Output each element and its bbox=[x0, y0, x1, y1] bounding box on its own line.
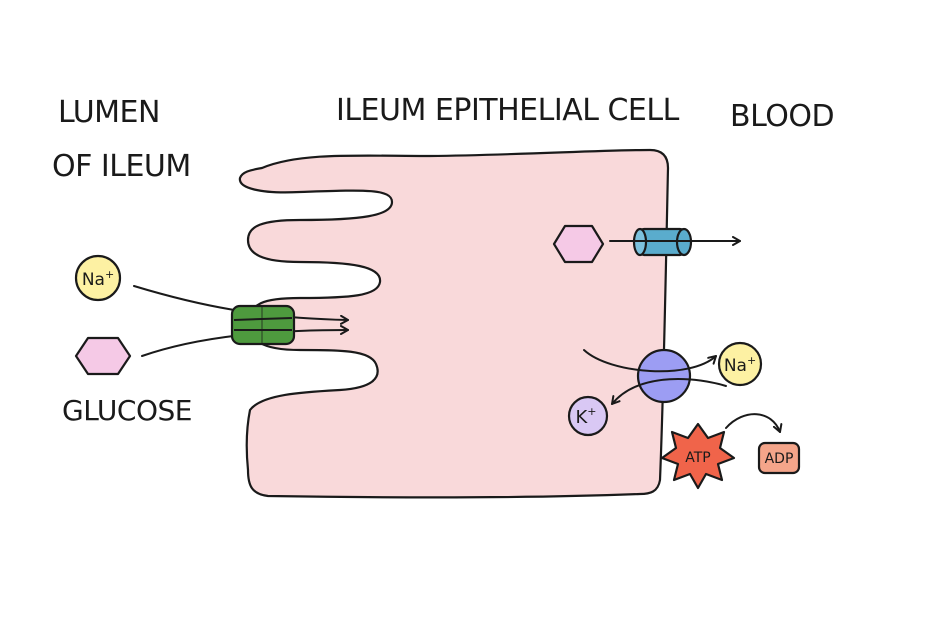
sodium-ion-lumen: Na+ bbox=[74, 254, 122, 302]
potassium-in-arrow bbox=[611, 378, 727, 405]
potassium-ion: K+ bbox=[567, 395, 609, 437]
atp-to-adp-arrow bbox=[725, 413, 783, 433]
glucose-label: GLUCOSE bbox=[62, 394, 192, 427]
epithelial-cell bbox=[238, 148, 670, 499]
sodium-glucose-cotransporter bbox=[230, 304, 296, 346]
lumen-label-line1: LUMEN bbox=[58, 95, 160, 130]
atp-molecule: ATP bbox=[660, 422, 736, 490]
lumen-label-line2: OF ILEUM bbox=[52, 149, 191, 184]
svg-text:Na+: Na+ bbox=[82, 268, 114, 290]
svg-text:K+: K+ bbox=[575, 405, 596, 428]
sodium-potassium-pump bbox=[636, 348, 692, 404]
sodium-out-arrow bbox=[583, 349, 717, 373]
adp-label: ADP bbox=[765, 451, 794, 467]
adp-molecule: ADP bbox=[757, 441, 801, 475]
sodium-ion-blood: Na+ bbox=[717, 341, 763, 387]
blood-label: BLOOD bbox=[730, 99, 834, 134]
cell-label: ILEUM EPITHELIAL CELL bbox=[336, 93, 680, 128]
glucose-molecule-cell bbox=[552, 224, 605, 264]
svg-text:Na+: Na+ bbox=[724, 354, 756, 376]
glucose-molecule-lumen bbox=[74, 336, 132, 376]
atp-label: ATP bbox=[685, 450, 710, 466]
